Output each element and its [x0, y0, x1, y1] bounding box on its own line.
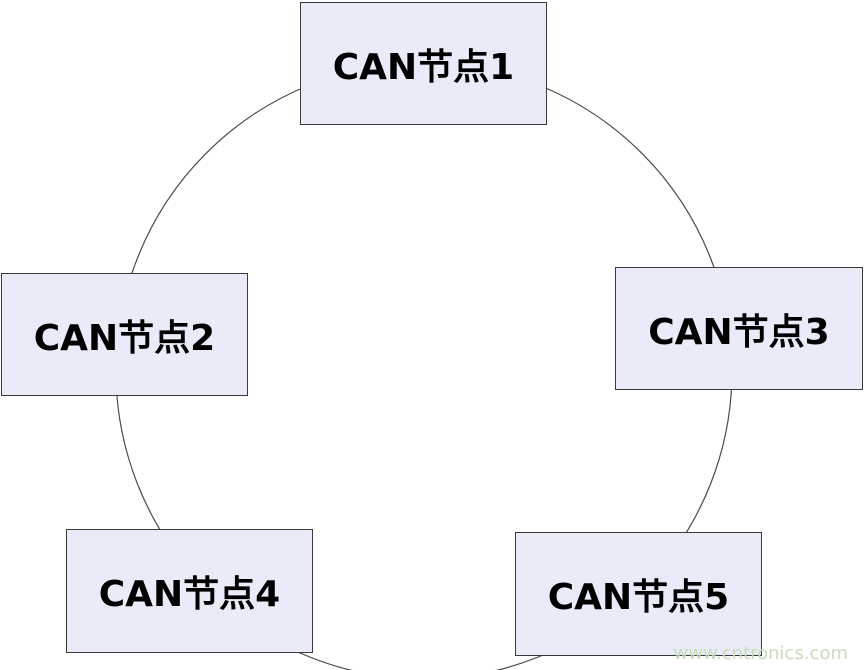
can-node-1-label: CAN节点1 [332, 46, 515, 88]
can-node-3: CAN节点3 [615, 267, 863, 390]
can-node-4-label: CAN节点4 [98, 574, 281, 615]
can-node-5: CAN节点5 [515, 532, 762, 656]
can-node-4: CAN节点4 [66, 529, 313, 653]
watermark: www.cntronics.com [673, 643, 848, 664]
can-node-3-label: CAN节点3 [648, 311, 830, 353]
can-node-2-label: CAN节点2 [33, 317, 216, 359]
can-node-1: CAN节点1 [300, 2, 547, 125]
can-node-5-label: CAN节点5 [547, 577, 730, 618]
can-node-2: CAN节点2 [1, 273, 248, 396]
